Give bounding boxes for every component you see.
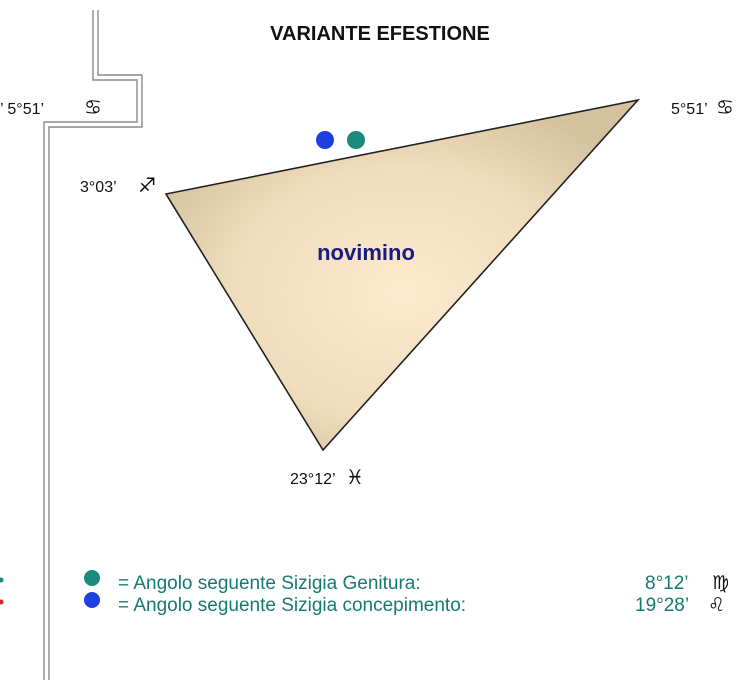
- dot-blue-conception: [316, 131, 334, 149]
- clipped-red-mark: [0, 599, 4, 605]
- legend-blue-dot-icon: [84, 592, 100, 608]
- triangle-center-label: novimino: [317, 240, 415, 265]
- double-line-border: [43, 10, 143, 680]
- dot-teal-genitura: [347, 131, 365, 149]
- legend-concepimento-text: = Angolo seguente Sizigia concepimento:: [118, 595, 466, 616]
- sagittarius-icon: ♐: [138, 173, 156, 197]
- aspect-triangle: [164, 98, 641, 452]
- top-right-vertex-degree: 5°51’: [671, 101, 708, 118]
- legend-concepimento-value: 19°28’: [635, 595, 689, 616]
- legend-teal-dot-icon: [84, 570, 100, 586]
- clipped-teal-mark: [0, 577, 4, 583]
- diagram-title: VARIANTE EFESTIONE: [270, 23, 490, 45]
- left-edge-degree: ’ 5°51’: [0, 101, 44, 118]
- virgo-icon: ♍: [712, 572, 729, 594]
- legend-genitura-value: 8°12’: [645, 573, 689, 594]
- cancer-icon-left: ♋: [84, 95, 102, 119]
- pisces-icon: ♓: [346, 465, 364, 489]
- legend-genitura-text: = Angolo seguente Sizigia Genitura:: [118, 573, 421, 594]
- leo-icon: ♌: [708, 594, 725, 616]
- cancer-icon-right: ♋: [716, 95, 734, 119]
- bottom-vertex-degree: 23°12’: [290, 471, 336, 488]
- top-left-vertex-degree: 3°03’: [80, 179, 117, 196]
- legend: = Angolo seguente Sizigia Genitura: 8°12…: [84, 570, 729, 616]
